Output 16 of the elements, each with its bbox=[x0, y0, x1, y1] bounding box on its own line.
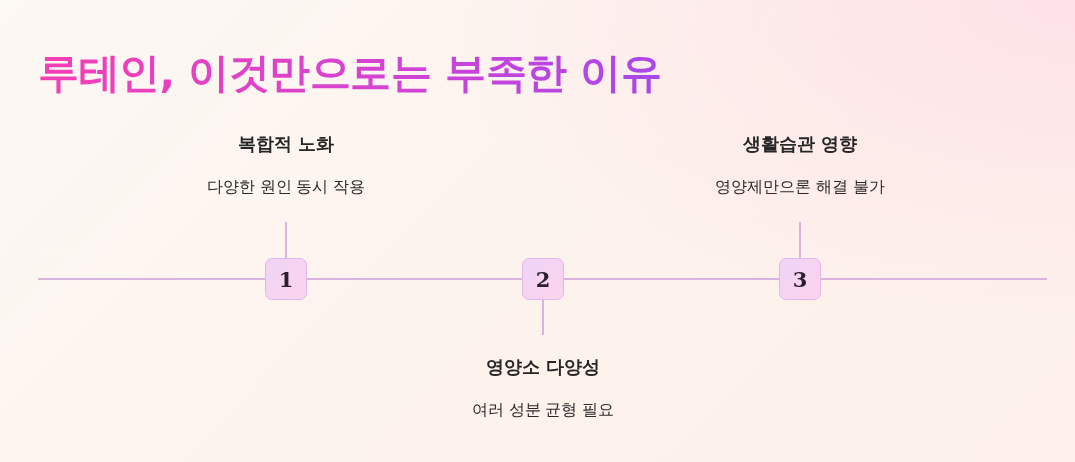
leader-line bbox=[285, 221, 287, 259]
description: 영양제만으론 해결 불가 bbox=[715, 177, 885, 198]
number-box: 1 bbox=[265, 258, 307, 300]
heading: 복합적 노화 bbox=[237, 132, 335, 156]
number-box: 3 bbox=[779, 258, 821, 300]
leader-line bbox=[542, 299, 544, 336]
timeline-line bbox=[37, 278, 266, 280]
description: 여러 성분 균형 필요 bbox=[471, 400, 615, 421]
timeline-line bbox=[306, 278, 523, 280]
description: 다양한 원인 동시 작용 bbox=[206, 177, 366, 198]
leader-line bbox=[799, 221, 801, 259]
timeline-line bbox=[563, 278, 780, 280]
heading: 생활습관 영향 bbox=[742, 132, 858, 156]
number-box: 2 bbox=[522, 258, 564, 300]
timeline-line bbox=[820, 278, 1048, 280]
heading: 영양소 다양성 bbox=[485, 355, 601, 379]
